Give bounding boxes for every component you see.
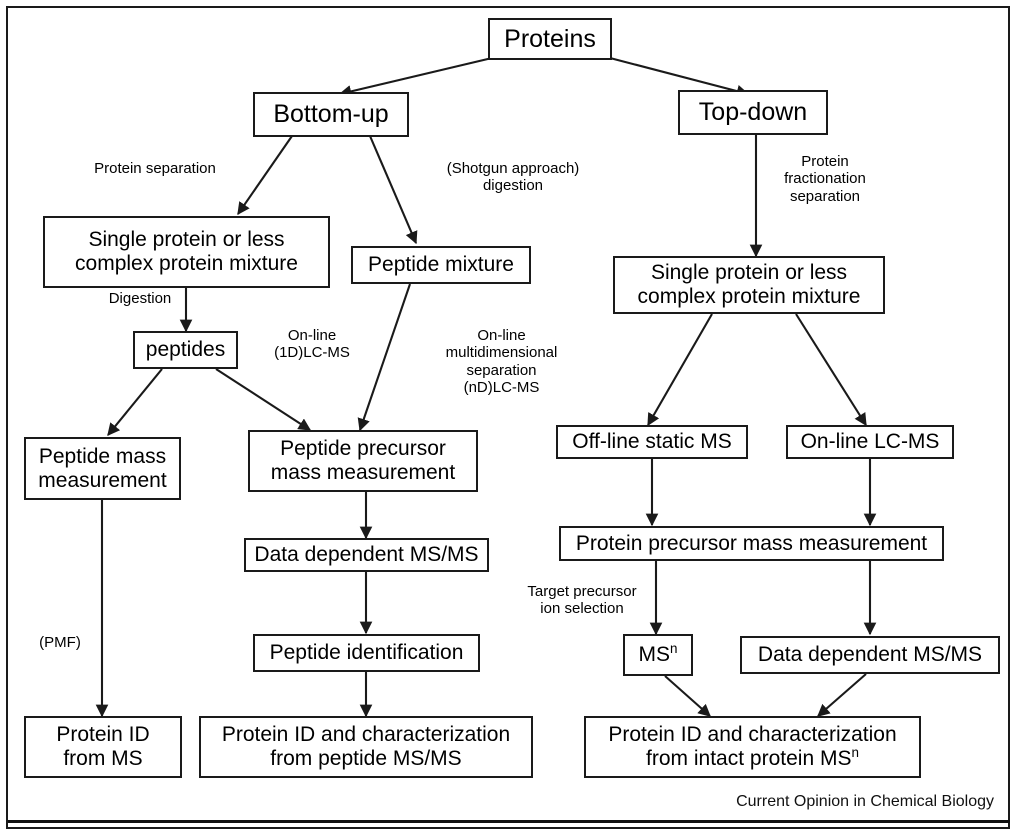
node-peptide-mass-measurement[interactable]: Peptide mass measurement [24,437,181,500]
node-proteins-label: Proteins [504,24,596,53]
edge-label-online-nd: On-line multidimensional separation (nD)… [445,327,558,396]
edge-label-pmf: (PMF) [39,634,81,651]
edge-bottomup-to-peptide-mixture [369,135,418,245]
node-peptides[interactable]: peptides [133,331,238,369]
node-td-single-protein[interactable]: Single protein or less complex protein m… [613,256,885,314]
node-peptide-mass-measurement-label: Peptide mass measurement [38,444,167,492]
node-data-dependent-msms-bu-label: Data dependent MS/MS [254,543,479,567]
node-msn-label: MSn [638,641,678,667]
node-peptide-mixture[interactable]: Peptide mixture [351,246,531,284]
node-data-dependent-msms-td[interactable]: Data dependent MS/MS [740,636,1000,674]
node-proteins[interactable]: Proteins [488,18,612,60]
journal-credit: Current Opinion in Chemical Biology [736,793,994,810]
edge-tdsingle-to-online [795,313,867,427]
node-protein-id-peptide[interactable]: Protein ID and characterization from pep… [199,716,533,778]
node-data-dependent-msms-bu[interactable]: Data dependent MS/MS [244,538,489,572]
edge-bottomup-to-single [237,135,293,216]
node-offline-static-ms-label: Off-line static MS [572,430,732,454]
edge-proteins-to-bottomup [338,56,493,98]
node-protein-id-intact[interactable]: Protein ID and characterization from int… [584,716,921,778]
edge-peptides-to-peptide-mass [107,368,163,436]
node-online-lc-ms[interactable]: On-line LC-MS [786,425,954,459]
node-bu-single-protein-label: Single protein or less complex protein m… [75,228,298,275]
node-bu-single-protein[interactable]: Single protein or less complex protein m… [43,216,330,288]
edge-msn-to-proteinidint [664,675,711,717]
edge-tdsingle-to-offline [647,313,713,427]
edge-proteins-to-topdown [609,56,750,98]
node-peptide-mixture-label: Peptide mixture [368,253,514,277]
node-peptide-identification[interactable]: Peptide identification [253,634,480,672]
node-protein-precursor-mass[interactable]: Protein precursor mass measurement [559,526,944,561]
node-peptide-identification-label: Peptide identification [269,641,464,665]
node-protein-id-peptide-label: Protein ID and characterization from pep… [221,723,511,770]
node-peptides-label: peptides [145,338,226,362]
edge-label-protein-separation: Protein separation [94,160,216,177]
edge-label-target-precursor: Target precursor ion selection [527,583,637,618]
edge-ddmsmstd-to-proteinidint [817,673,867,717]
node-data-dependent-msms-td-label: Data dependent MS/MS [757,643,983,667]
node-msn[interactable]: MSn [623,634,693,676]
figure-frame [6,6,1010,829]
footer-divider [8,820,1010,823]
node-peptide-precursor-mass-label: Peptide precursor mass measurement [270,437,456,484]
edge-label-shotgun-digestion: (Shotgun approach) digestion [446,160,580,195]
edge-peptides-to-pep-precursor [215,368,312,431]
edge-label-protein-fractionation: Protein fractionation separation [784,153,866,205]
node-protein-id-from-ms[interactable]: Protein ID from MS [24,716,182,778]
node-online-lc-ms-label: On-line LC-MS [800,430,940,454]
node-bottom-up-label: Bottom-up [273,100,389,129]
node-protein-id-intact-label: Protein ID and characterization from int… [608,723,897,770]
edge-label-online-1d: On-line (1D)LC-MS [274,327,350,362]
node-bottom-up[interactable]: Bottom-up [253,92,409,137]
node-td-single-protein-label: Single protein or less complex protein m… [637,261,861,308]
node-peptide-precursor-mass[interactable]: Peptide precursor mass measurement [248,430,478,492]
node-protein-precursor-mass-label: Protein precursor mass measurement [575,531,928,555]
node-msn-superscript: n [670,641,678,657]
node-top-down-label: Top-down [698,98,808,127]
node-offline-static-ms[interactable]: Off-line static MS [556,425,748,459]
edge-label-digestion: Digestion [108,290,172,307]
node-protein-id-intact-superscript: n [851,745,859,760]
node-protein-id-from-ms-label: Protein ID from MS [56,723,150,770]
node-top-down[interactable]: Top-down [678,90,828,135]
edge-peptide-mixture-to-pep-precursor [357,283,411,432]
